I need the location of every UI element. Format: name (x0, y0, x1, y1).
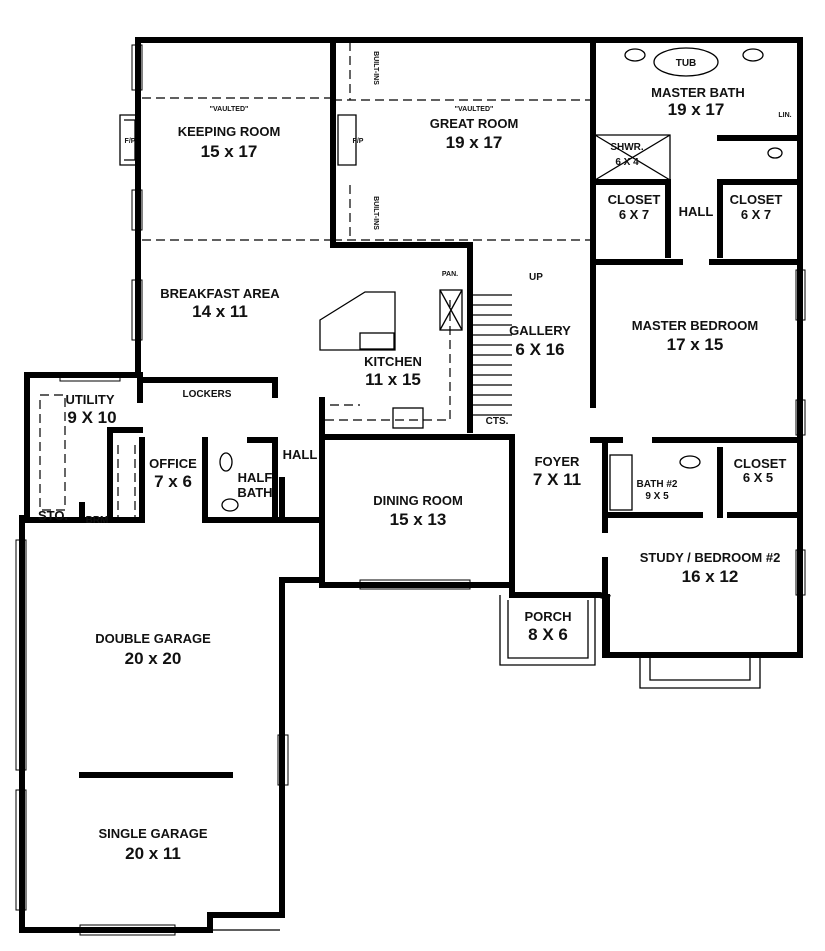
kitchen-label: KITCHEN (364, 354, 422, 369)
broom-closet-label: BRM (86, 515, 109, 526)
foyer-size: 7 X 11 (533, 470, 581, 489)
master-bath-label: MASTER BATH (651, 85, 745, 100)
tub-label: TUB (676, 58, 697, 69)
great-room-size: 19 x 17 (446, 133, 503, 152)
lockers-label: LOCKERS (183, 389, 232, 400)
dining-room-label: DINING ROOM (373, 493, 463, 508)
master-bath-size: 19 x 17 (668, 100, 725, 119)
great-room-label: GREAT ROOM (430, 116, 519, 131)
closet-right-label: CLOSET (730, 192, 783, 207)
breakfast-area-label: BREAKFAST AREA (160, 286, 280, 301)
linen-label: LIN. (778, 112, 791, 119)
windows (15, 44, 806, 936)
double-garage-label: DOUBLE GARAGE (95, 631, 211, 646)
closet-left-size: 6 X 7 (619, 207, 649, 222)
storage-label: STO. (38, 508, 68, 523)
built-ins-top-label: BUILT-INS (372, 51, 379, 85)
master-hall-label: HALL (679, 204, 714, 219)
great-room-vaulted-note: "VAULTED" (455, 106, 494, 113)
keeping-room-size: 15 x 17 (201, 142, 258, 161)
cts-label: CTS. (486, 416, 509, 427)
bath2-label: BATH #2 (637, 479, 678, 490)
shower-label: SHWR. (610, 142, 644, 153)
hall-label: HALL (283, 447, 318, 462)
built-ins-bottom-label: BUILT-INS (372, 196, 379, 230)
utility-label: UTILITY (65, 392, 114, 407)
kitchen-size: 11 x 15 (365, 370, 421, 389)
gallery-size: 6 X 16 (515, 340, 564, 359)
closet-right-size: 6 X 7 (741, 207, 771, 222)
shower-size: 6 X 4 (615, 157, 639, 168)
gallery-label: GALLERY (509, 323, 571, 338)
master-bedroom-size: 17 x 15 (667, 335, 724, 354)
great-fireplace-label: F/P (353, 138, 364, 145)
pantry-label: PAN. (442, 271, 458, 278)
study-label: STUDY / BEDROOM #2 (640, 550, 781, 565)
master-bedroom-label: MASTER BEDROOM (632, 318, 758, 333)
half-bath-label-line1: HALF (238, 470, 273, 485)
porch-label: PORCH (525, 609, 572, 624)
study-closet-label: CLOSET (734, 456, 787, 471)
utility-size: 9 X 10 (67, 408, 116, 427)
study-size: 16 x 12 (682, 567, 739, 586)
office-label: OFFICE (149, 456, 197, 471)
double-garage-size: 20 x 20 (125, 649, 182, 668)
study-closet-size: 6 X 5 (743, 470, 773, 485)
keeping-fireplace-label: F/P (125, 138, 136, 145)
stairs-up-label: UP (529, 272, 543, 283)
porch-size: 8 X 6 (528, 625, 568, 644)
walls (19, 37, 803, 933)
half-bath-label-line2: BATH (237, 485, 272, 500)
fixtures (25, 42, 783, 931)
dining-room-size: 15 x 13 (390, 510, 447, 529)
bath2-size: 9 X 5 (645, 491, 669, 502)
foyer-label: FOYER (535, 454, 580, 469)
keeping-room-label: KEEPING ROOM (178, 124, 281, 139)
keeping-room-vaulted-note: "VAULTED" (210, 106, 249, 113)
office-size: 7 x 6 (154, 472, 192, 491)
room-labels: "VAULTED" KEEPING ROOM 15 x 17 F/P "VAUL… (38, 51, 792, 863)
single-garage-size: 20 x 11 (125, 844, 181, 863)
closet-left-label: CLOSET (608, 192, 661, 207)
single-garage-label: SINGLE GARAGE (98, 826, 207, 841)
breakfast-area-size: 14 x 11 (192, 302, 248, 321)
